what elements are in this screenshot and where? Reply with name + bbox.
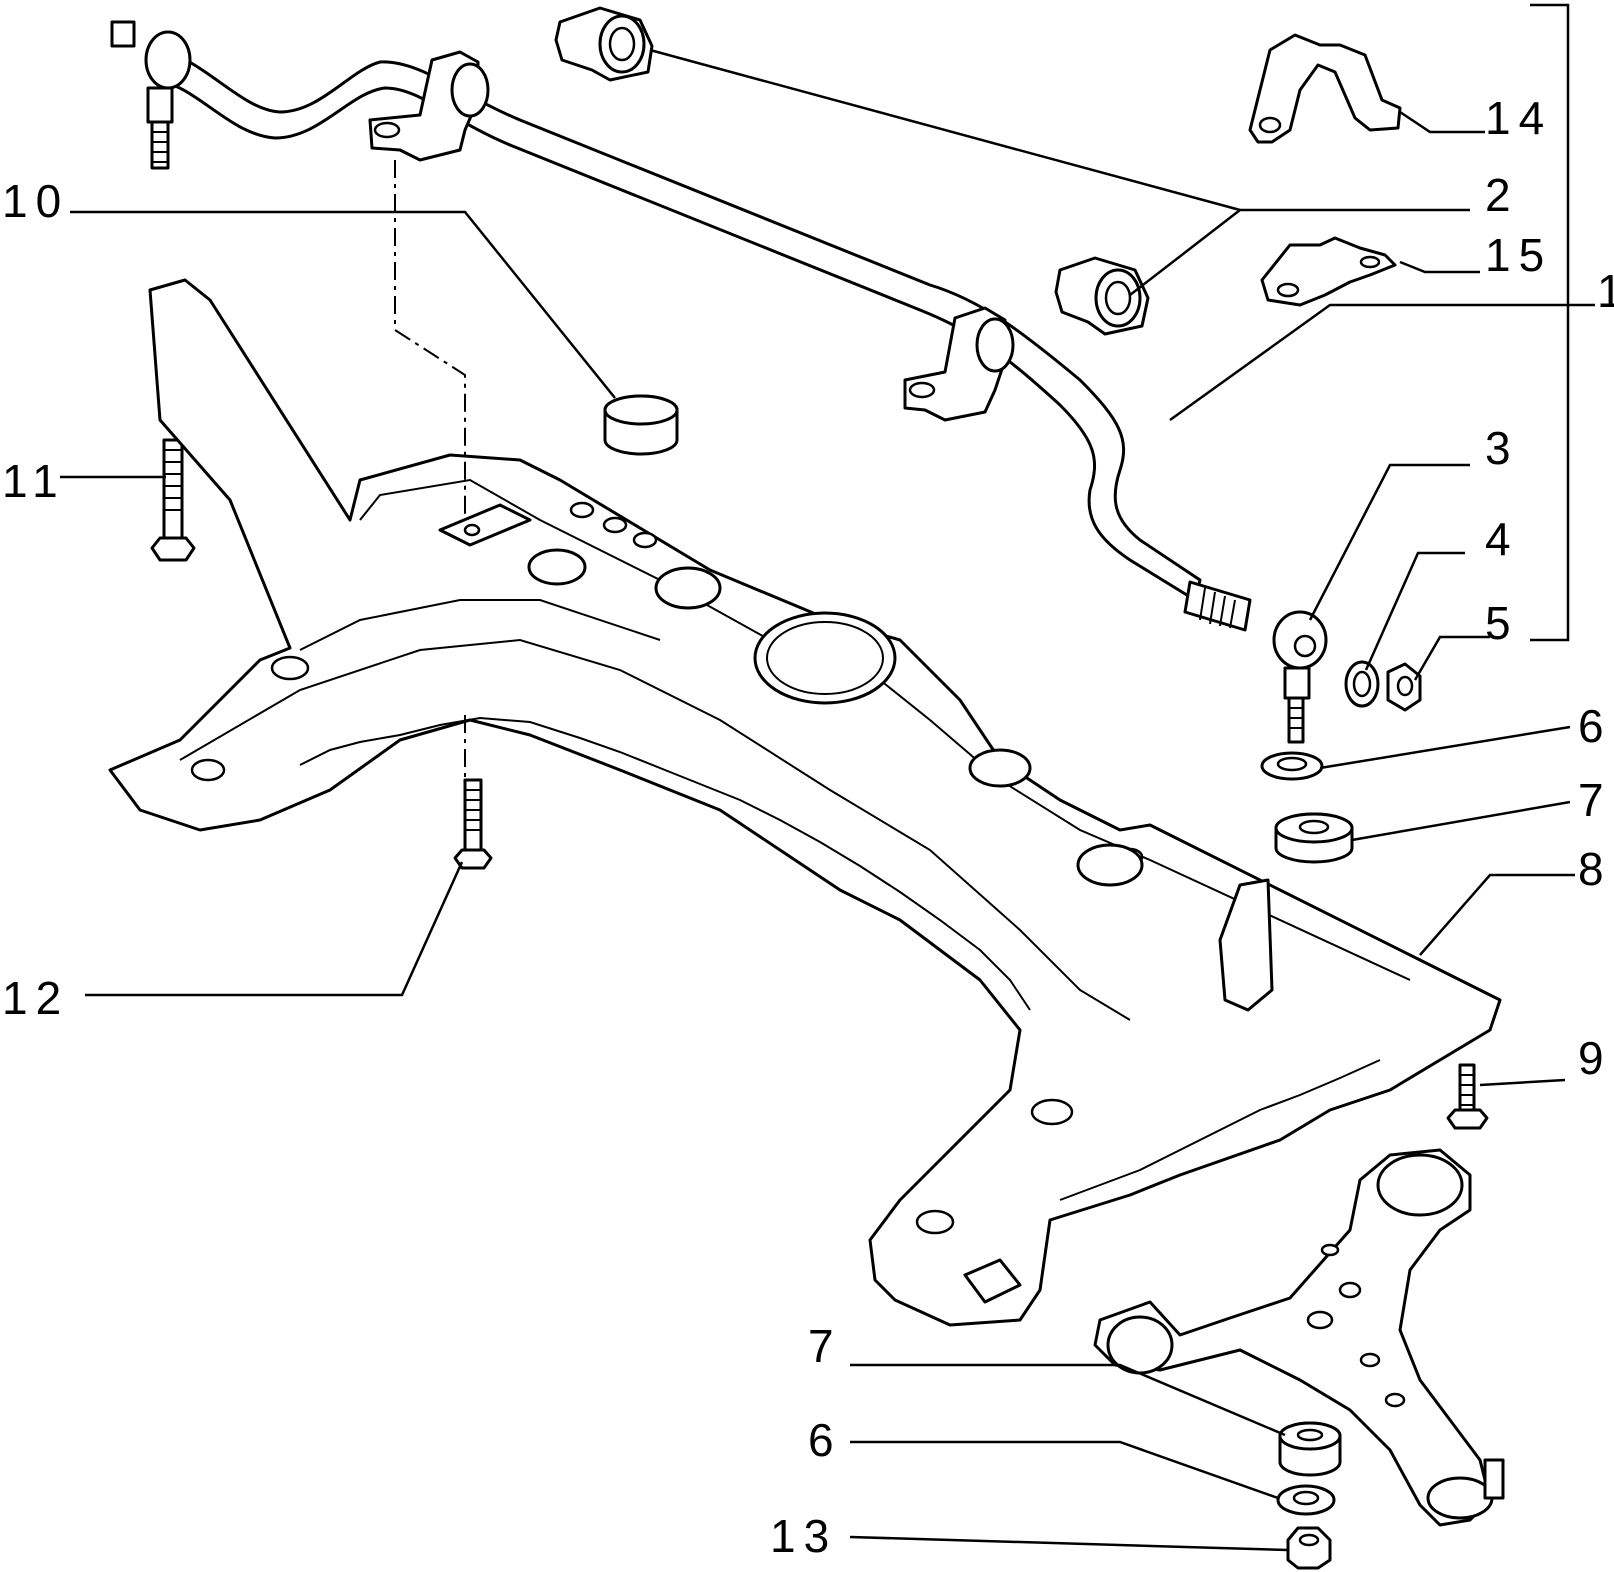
bar-bracket-lower (903, 306, 1015, 422)
callout-15: 15 (1485, 229, 1553, 281)
bushing-7-lower (1278, 1421, 1342, 1477)
bushing-7-upper (1274, 812, 1354, 864)
subframe-crossmember (108, 278, 1502, 1327)
callout-14: 14 (1485, 92, 1553, 144)
bar-bracket-upper (368, 50, 490, 162)
callout-7-lower: 7 (808, 1320, 842, 1372)
bolt-11 (150, 438, 196, 562)
callout-13: 13 (770, 1510, 838, 1562)
bar-end-link-left (110, 20, 192, 170)
callout-5: 5 (1485, 597, 1519, 649)
bolt-12 (453, 778, 493, 870)
bushing-2-lower (1054, 256, 1150, 336)
callout-2: 2 (1485, 169, 1519, 221)
assembly-line-12 (394, 160, 466, 790)
callout-9: 9 (1578, 1032, 1612, 1084)
lower-control-arm (1093, 1148, 1505, 1527)
callout-6-upper: 6 (1578, 700, 1612, 752)
callout-6-lower: 6 (808, 1414, 842, 1466)
callout-3: 3 (1485, 422, 1519, 474)
washer-6-upper (1260, 751, 1324, 781)
callout-4: 4 (1485, 513, 1519, 565)
washer-6-lower (1276, 1484, 1336, 1516)
end-link-3 (1272, 610, 1328, 744)
nut-13 (1286, 1526, 1332, 1570)
leader-lines (60, 48, 1595, 1552)
callout-7-upper: 7 (1578, 774, 1612, 826)
callout-1: 1 (1597, 268, 1614, 314)
washer-4 (1344, 660, 1380, 708)
callout-group-bracket (1530, 3, 1570, 642)
bolt-9 (1446, 1063, 1489, 1130)
callout-11: 11 (2, 455, 66, 507)
nut-5 (1386, 662, 1422, 712)
callout-12: 12 (2, 972, 70, 1024)
clamp-15 (1260, 236, 1397, 307)
rubber-pad-10 (603, 394, 679, 456)
callout-10: 10 (2, 175, 70, 227)
callout-8: 8 (1578, 843, 1612, 895)
bushing-2-upper (554, 6, 654, 82)
bracket-14 (1248, 33, 1402, 144)
